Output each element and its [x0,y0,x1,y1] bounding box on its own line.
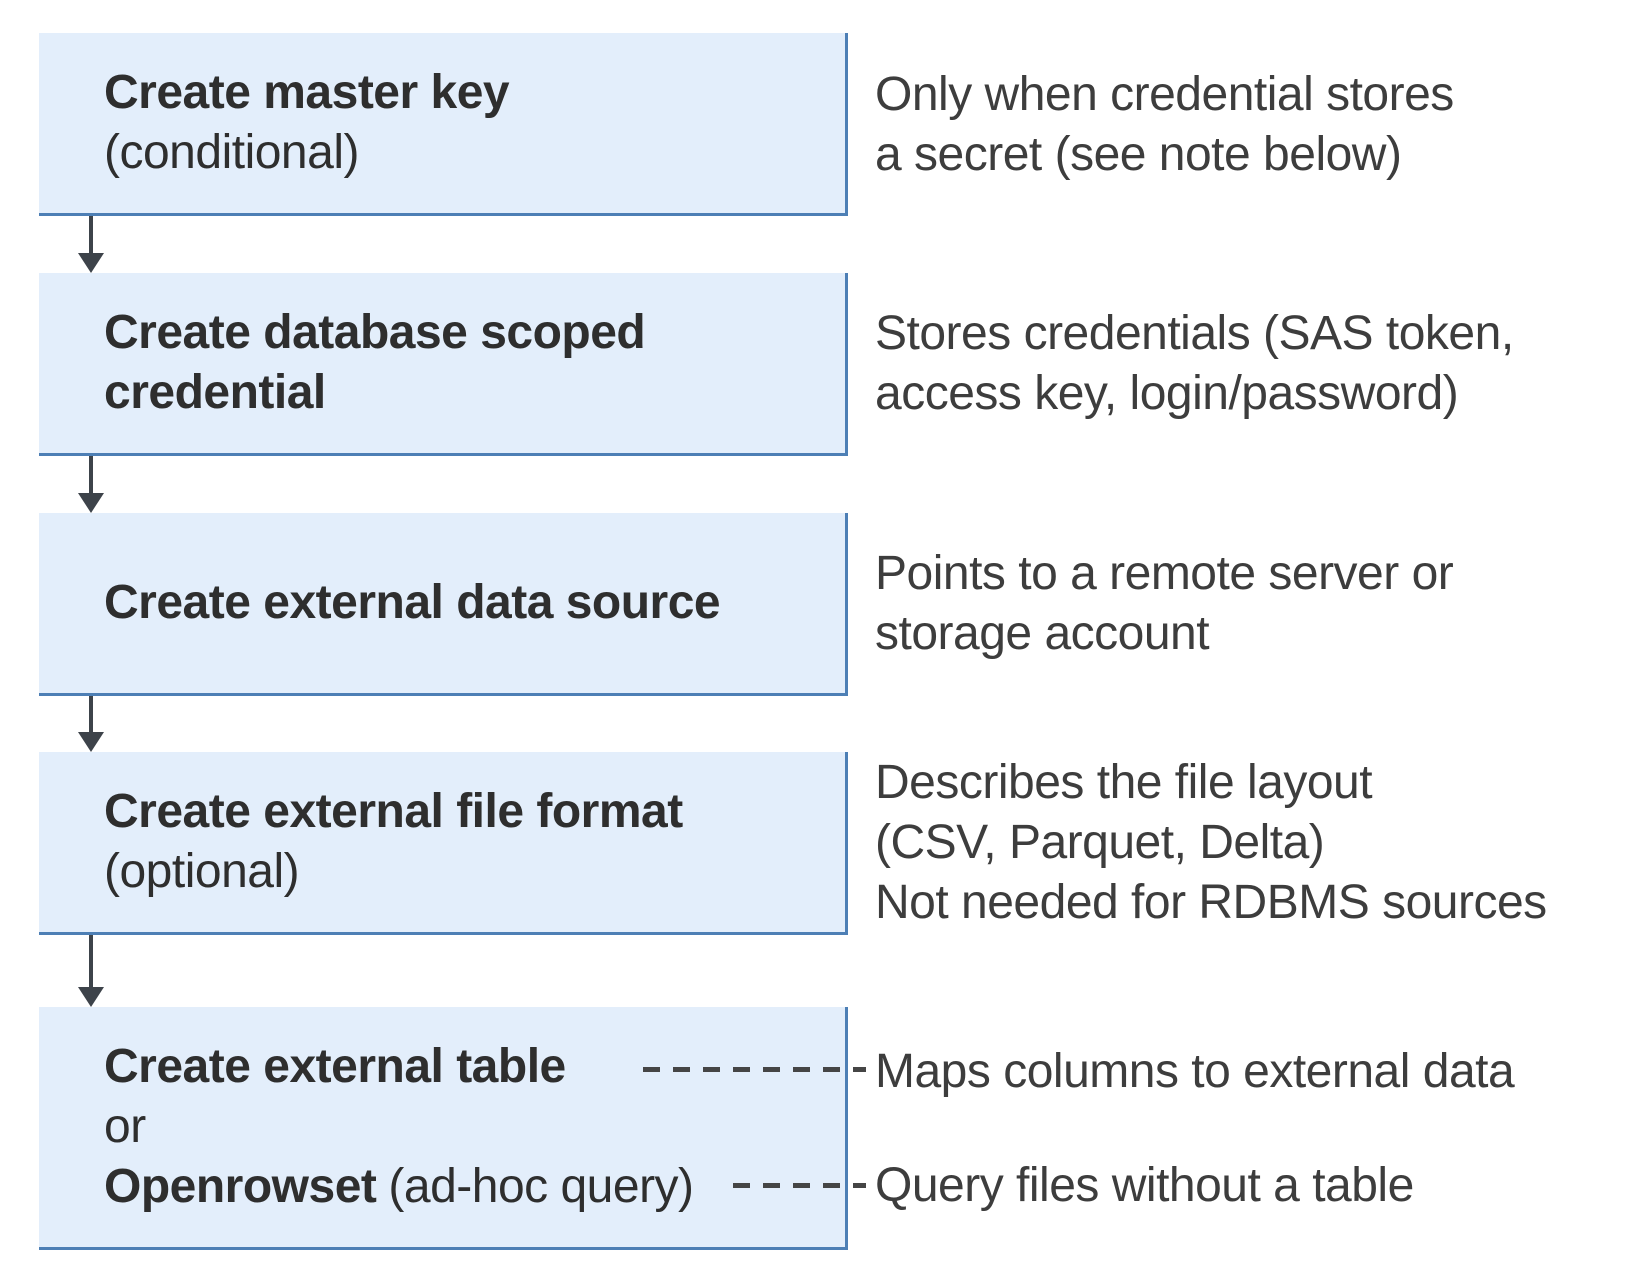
step-title: Create external table [104,1040,566,1093]
note-openrowset: Query files without a table [875,1156,1414,1216]
note-line: Points to a remote server or [875,547,1454,600]
step-box-create-master-key: Create master key (conditional) [39,33,848,216]
note-line: storage account [875,607,1210,660]
down-arrow-icon [76,216,106,273]
note-line: Describes the file layout [875,756,1373,809]
note-external-data-source: Points to a remote server or storage acc… [875,544,1454,664]
note-line: (CSV, Parquet, Delta) [875,816,1325,869]
note-external-table: Maps columns to external data [875,1042,1515,1102]
note-line: access key, login/password) [875,367,1459,420]
step-alt-title-bold: Openrowset [104,1160,377,1213]
step-title: Create external data source [104,576,721,629]
note-line: Query files without a table [875,1159,1414,1212]
down-arrow-icon [76,935,106,1007]
step-title: Create database scoped [104,306,646,359]
step-box-create-external-data-source: Create external data source [39,513,848,696]
step-title: Create external file format [104,785,683,838]
note-database-scoped-credential: Stores credentials (SAS token, access ke… [875,304,1514,424]
note-line: Not needed for RDBMS sources [875,876,1547,929]
step-subtitle: (optional) [104,845,300,898]
note-line: a secret (see note below) [875,128,1402,181]
note-master-key: Only when credential stores a secret (se… [875,65,1454,185]
step-box-create-external-table-or-openrowset: Create external table or Openrowset(ad-h… [39,1007,848,1250]
note-line: Only when credential stores [875,68,1454,121]
step-box-create-database-scoped-credential: Create database scoped credential [39,273,848,456]
note-line: Stores credentials (SAS token, [875,307,1514,360]
dashed-connector-icon [643,1067,866,1072]
note-line: Maps columns to external data [875,1045,1515,1098]
dashed-connector-icon [733,1183,866,1188]
step-alt-title: Openrowset(ad-hoc query) [104,1157,845,1217]
step-subtitle: (conditional) [104,126,359,179]
down-arrow-icon [76,456,106,513]
step-title: Create master key [104,66,510,119]
step-or-word: or [104,1100,146,1153]
step-alt-title-suffix: (ad-hoc query) [388,1160,694,1213]
down-arrow-icon [76,696,106,752]
step-box-create-external-file-format: Create external file format (optional) [39,752,848,935]
note-external-file-format: Describes the file layout (CSV, Parquet,… [875,753,1547,933]
step-title: credential [104,366,326,419]
